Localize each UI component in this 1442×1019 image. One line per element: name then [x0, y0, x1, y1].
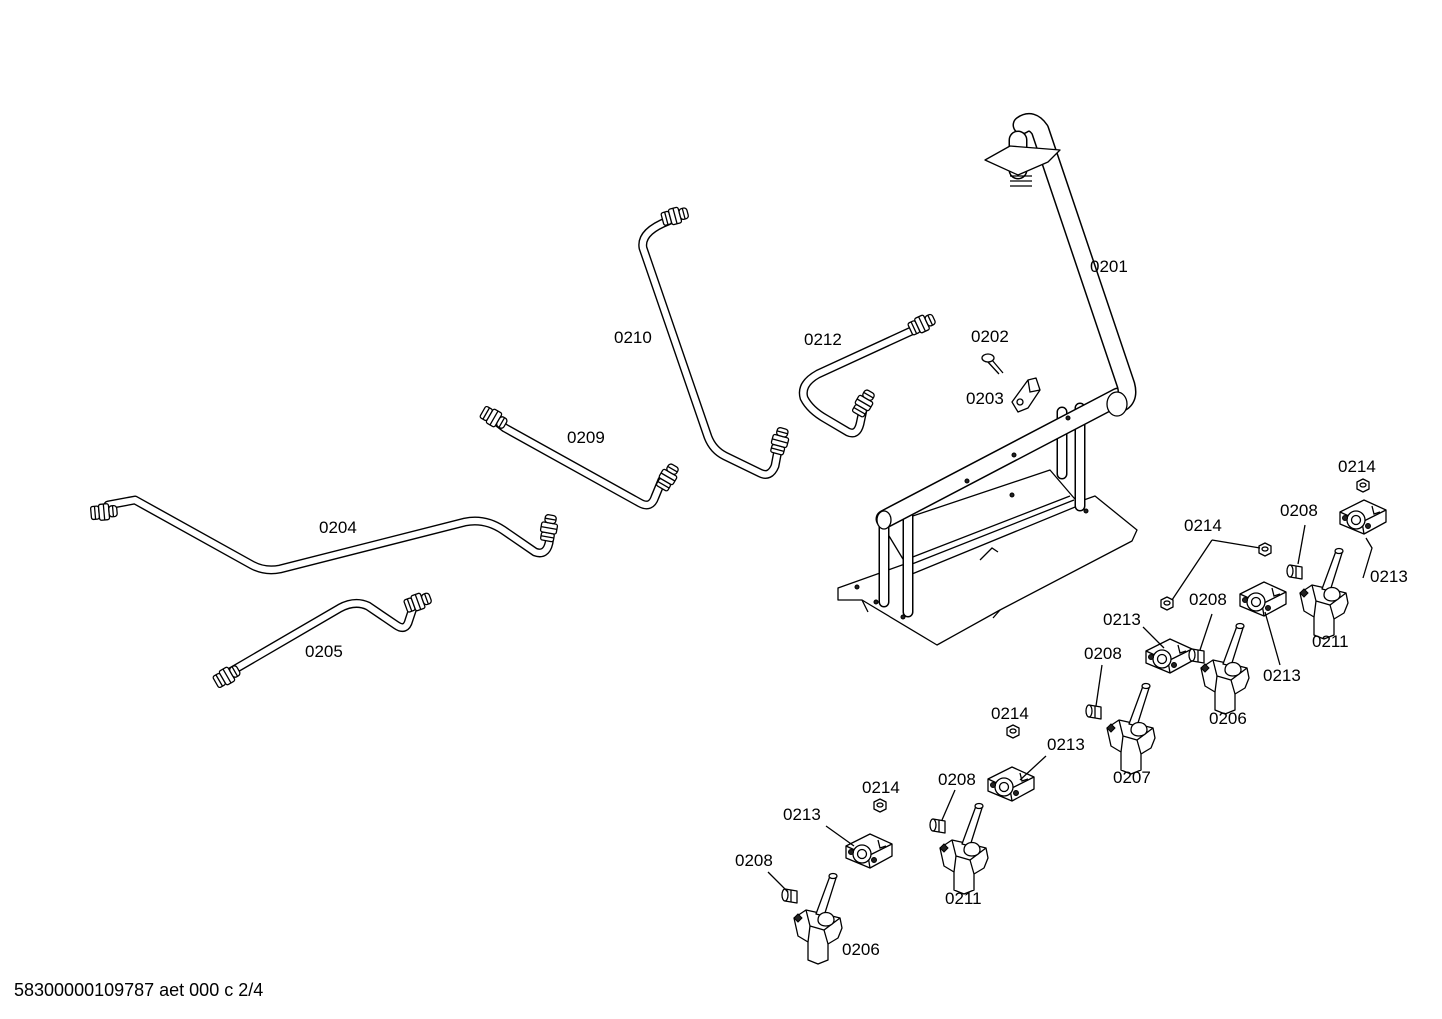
part-0206-valve-lower	[793, 872, 843, 965]
part-0214-nut-b	[1258, 542, 1272, 557]
label-0213-e: 0213	[783, 805, 821, 824]
label-0209: 0209	[567, 428, 605, 447]
label-0214-b: 0214	[1184, 516, 1222, 535]
label-0214-d: 0214	[862, 778, 900, 797]
part-0204-pipe	[89, 495, 560, 575]
part-0214-nut-d	[1006, 724, 1020, 739]
leader-lines	[767, 524, 1373, 893]
label-0213-c: 0213	[1263, 666, 1301, 685]
label-0213-b: 0213	[1103, 610, 1141, 629]
label-0214-a: 0214	[1338, 457, 1376, 476]
label-0214-c: 0214	[991, 704, 1029, 723]
label-0213-a: 0213	[1370, 567, 1408, 586]
part-0201-manifold	[837, 112, 1138, 646]
label-0212: 0212	[804, 330, 842, 349]
part-0208-sleeve-b	[1188, 648, 1205, 664]
part-labels: 0201 0202 0203 0204 0205 0209 0210 0212 …	[305, 257, 1408, 959]
label-0201: 0201	[1090, 257, 1128, 276]
label-0202: 0202	[971, 327, 1009, 346]
part-0209-pipe	[478, 403, 683, 510]
part-0205-pipe	[211, 589, 434, 691]
part-0213-bracket-c	[1145, 638, 1193, 674]
label-0210: 0210	[614, 328, 652, 347]
part-0207-valve	[1106, 682, 1156, 775]
label-0204: 0204	[319, 518, 357, 537]
part-0214-nut-c	[1160, 596, 1174, 611]
part-0214-nut-a	[1356, 478, 1370, 493]
label-0213-d: 0213	[1047, 735, 1085, 754]
label-0206-b: 0206	[842, 940, 880, 959]
part-0203-clip	[1011, 377, 1041, 413]
part-0211-valve-lower	[939, 802, 989, 895]
label-0211-a: 0211	[1312, 632, 1349, 651]
label-0207: 0207	[1113, 768, 1151, 787]
label-0208-b: 0208	[1189, 590, 1227, 609]
part-0213-bracket-b	[1239, 581, 1287, 617]
label-0208-d: 0208	[938, 770, 976, 789]
part-0212-pipe	[798, 310, 938, 438]
part-0208-sleeve-d	[929, 818, 946, 834]
part-0210-pipe	[638, 204, 792, 479]
drawing-reference-footer: 58300000109787 aet 000 c 2/4	[14, 980, 264, 1000]
label-0206-a: 0206	[1209, 709, 1247, 728]
part-0208-sleeve-a	[1286, 564, 1303, 580]
part-0213-bracket-e	[845, 833, 893, 869]
label-0211-b: 0211	[945, 889, 982, 908]
part-0208-sleeve-c	[1085, 704, 1102, 720]
part-0202-screw	[981, 353, 1004, 375]
label-0205: 0205	[305, 642, 343, 661]
part-0211-valve-right	[1299, 547, 1349, 640]
label-0208-e: 0208	[735, 851, 773, 870]
part-0206-valve-upper	[1200, 622, 1250, 715]
part-0213-bracket-d	[987, 766, 1035, 802]
part-0208-sleeve-e	[781, 888, 798, 904]
label-0208-a: 0208	[1280, 501, 1318, 520]
label-0203: 0203	[966, 389, 1004, 408]
part-0214-nut-e	[873, 798, 887, 813]
label-0208-c: 0208	[1084, 644, 1122, 663]
part-0213-bracket-a	[1339, 499, 1387, 535]
